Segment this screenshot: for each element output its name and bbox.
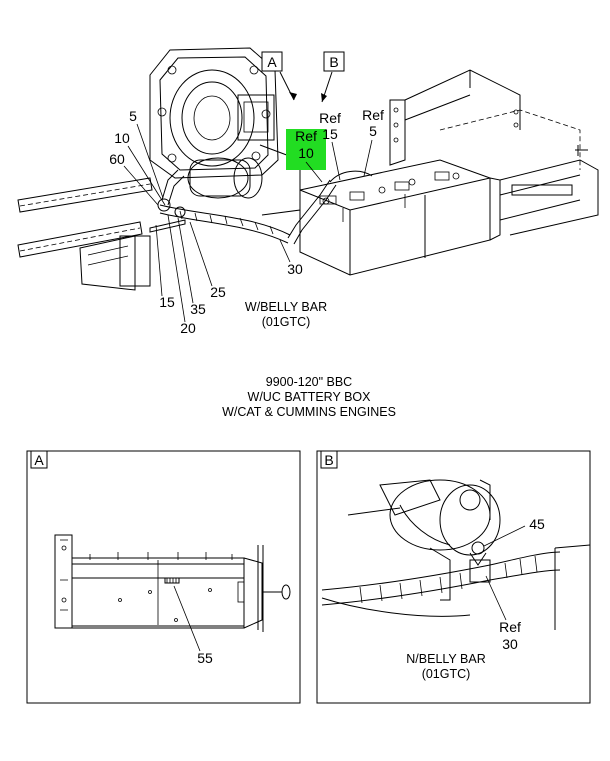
detail-b-cable-harness: [321, 541, 561, 617]
detail-a-tag: A: [34, 452, 44, 468]
part-60: 60: [109, 151, 125, 167]
ref-15-ref: Ref: [319, 110, 341, 126]
detail-b-caption-line-1: N/BELLY BAR: [406, 652, 485, 666]
callout-b: B: [321, 51, 345, 103]
part-15: 15: [159, 294, 175, 310]
detail-b-panel: B 45 Ref 30 N/BELLY BAR (01GTC): [316, 450, 591, 704]
starter-and-cables: [149, 157, 373, 245]
callout-a: A: [261, 51, 297, 101]
detail-b-tag: B: [324, 452, 333, 468]
battery-box: [299, 159, 491, 276]
ref-5: Ref 5: [362, 107, 384, 177]
part-30: 30: [287, 261, 303, 277]
part-5: 5: [129, 108, 137, 124]
detail-b-part-45: 45: [529, 516, 545, 532]
battery-bracket: [389, 69, 599, 241]
ref-15: Ref 15: [319, 110, 341, 181]
part-25: 25: [210, 284, 226, 300]
main-assembly-view: A B Ref 10 Ref 15 Ref 5: [17, 47, 599, 336]
detail-b-ref-label: Ref: [499, 619, 521, 635]
detail-b-caption-line-2: (01GTC): [422, 667, 471, 681]
main-caption-line-1: W/BELLY BAR: [245, 300, 327, 314]
ref-10-num: 10: [298, 145, 314, 161]
detail-a-battery-box: [54, 534, 291, 632]
ref-10-highlight: Ref 10: [286, 128, 326, 183]
detail-a-part-55: 55: [197, 650, 213, 666]
title-line-2: W/UC BATTERY BOX: [248, 390, 372, 404]
detail-b-starter: [347, 479, 591, 630]
frame-rails: [17, 177, 153, 291]
ref-5-num: 5: [369, 123, 377, 139]
part-20: 20: [180, 320, 196, 336]
detail-a-panel: A 55: [26, 450, 301, 704]
part-10: 10: [114, 130, 130, 146]
detail-b-ref-num: 30: [502, 636, 518, 652]
engine-housing: [149, 47, 301, 216]
ref-10-ref: Ref: [295, 128, 317, 144]
main-caption-line-2: (01GTC): [262, 315, 311, 329]
title-line-3: W/CAT & CUMMINS ENGINES: [222, 405, 396, 419]
title-line-1: 9900-120" BBC: [266, 375, 352, 389]
part-35: 35: [190, 301, 206, 317]
ref-5-ref: Ref: [362, 107, 384, 123]
diagram-title: 9900-120" BBC W/UC BATTERY BOX W/CAT & C…: [222, 375, 396, 419]
callout-b-label: B: [329, 54, 338, 70]
main-caption: W/BELLY BAR (01GTC): [245, 300, 327, 329]
callout-a-label: A: [267, 54, 277, 70]
ref-15-num: 15: [322, 126, 338, 142]
part-labels: 5 10 60 15 20 35 25 30: [109, 108, 303, 336]
highlight-box: [286, 129, 326, 170]
